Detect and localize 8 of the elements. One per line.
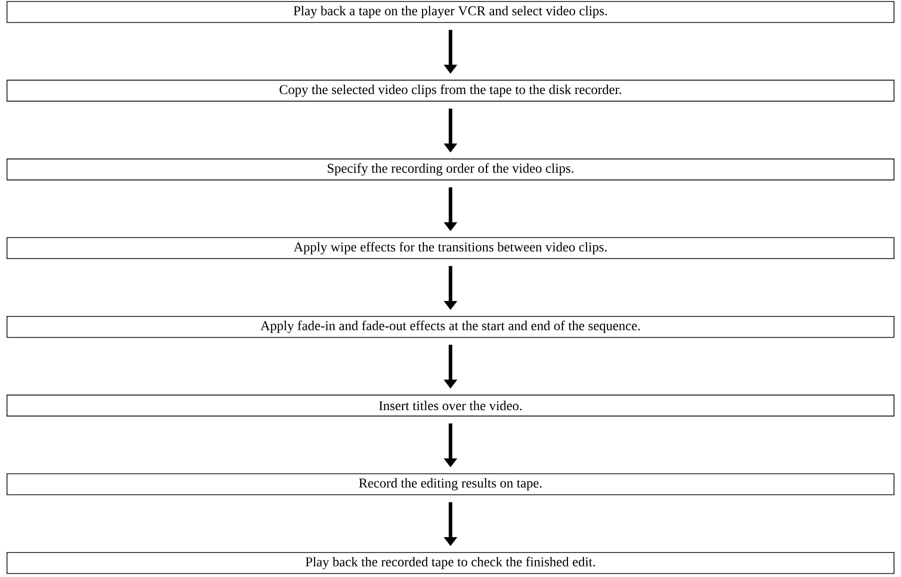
process-box: Play back a tape on the player VCR and select video clips. xyxy=(6,1,894,23)
process-box: Play back the recorded tape to check the finished edit. xyxy=(6,552,894,574)
process-box: Copy the selected video clips from the tape to the disk recorder. xyxy=(6,80,894,102)
process-box: Insert titles over the video. xyxy=(6,394,894,416)
process-box: Specify the recording order of the video clips. xyxy=(6,158,894,180)
process-box: Apply wipe effects for the transitions between video clips. xyxy=(6,237,894,260)
process-box: Apply fade-in and fade-out effects at the start and end of the sequence. xyxy=(6,316,894,338)
process-box: Record the editing results on tape. xyxy=(6,473,894,496)
